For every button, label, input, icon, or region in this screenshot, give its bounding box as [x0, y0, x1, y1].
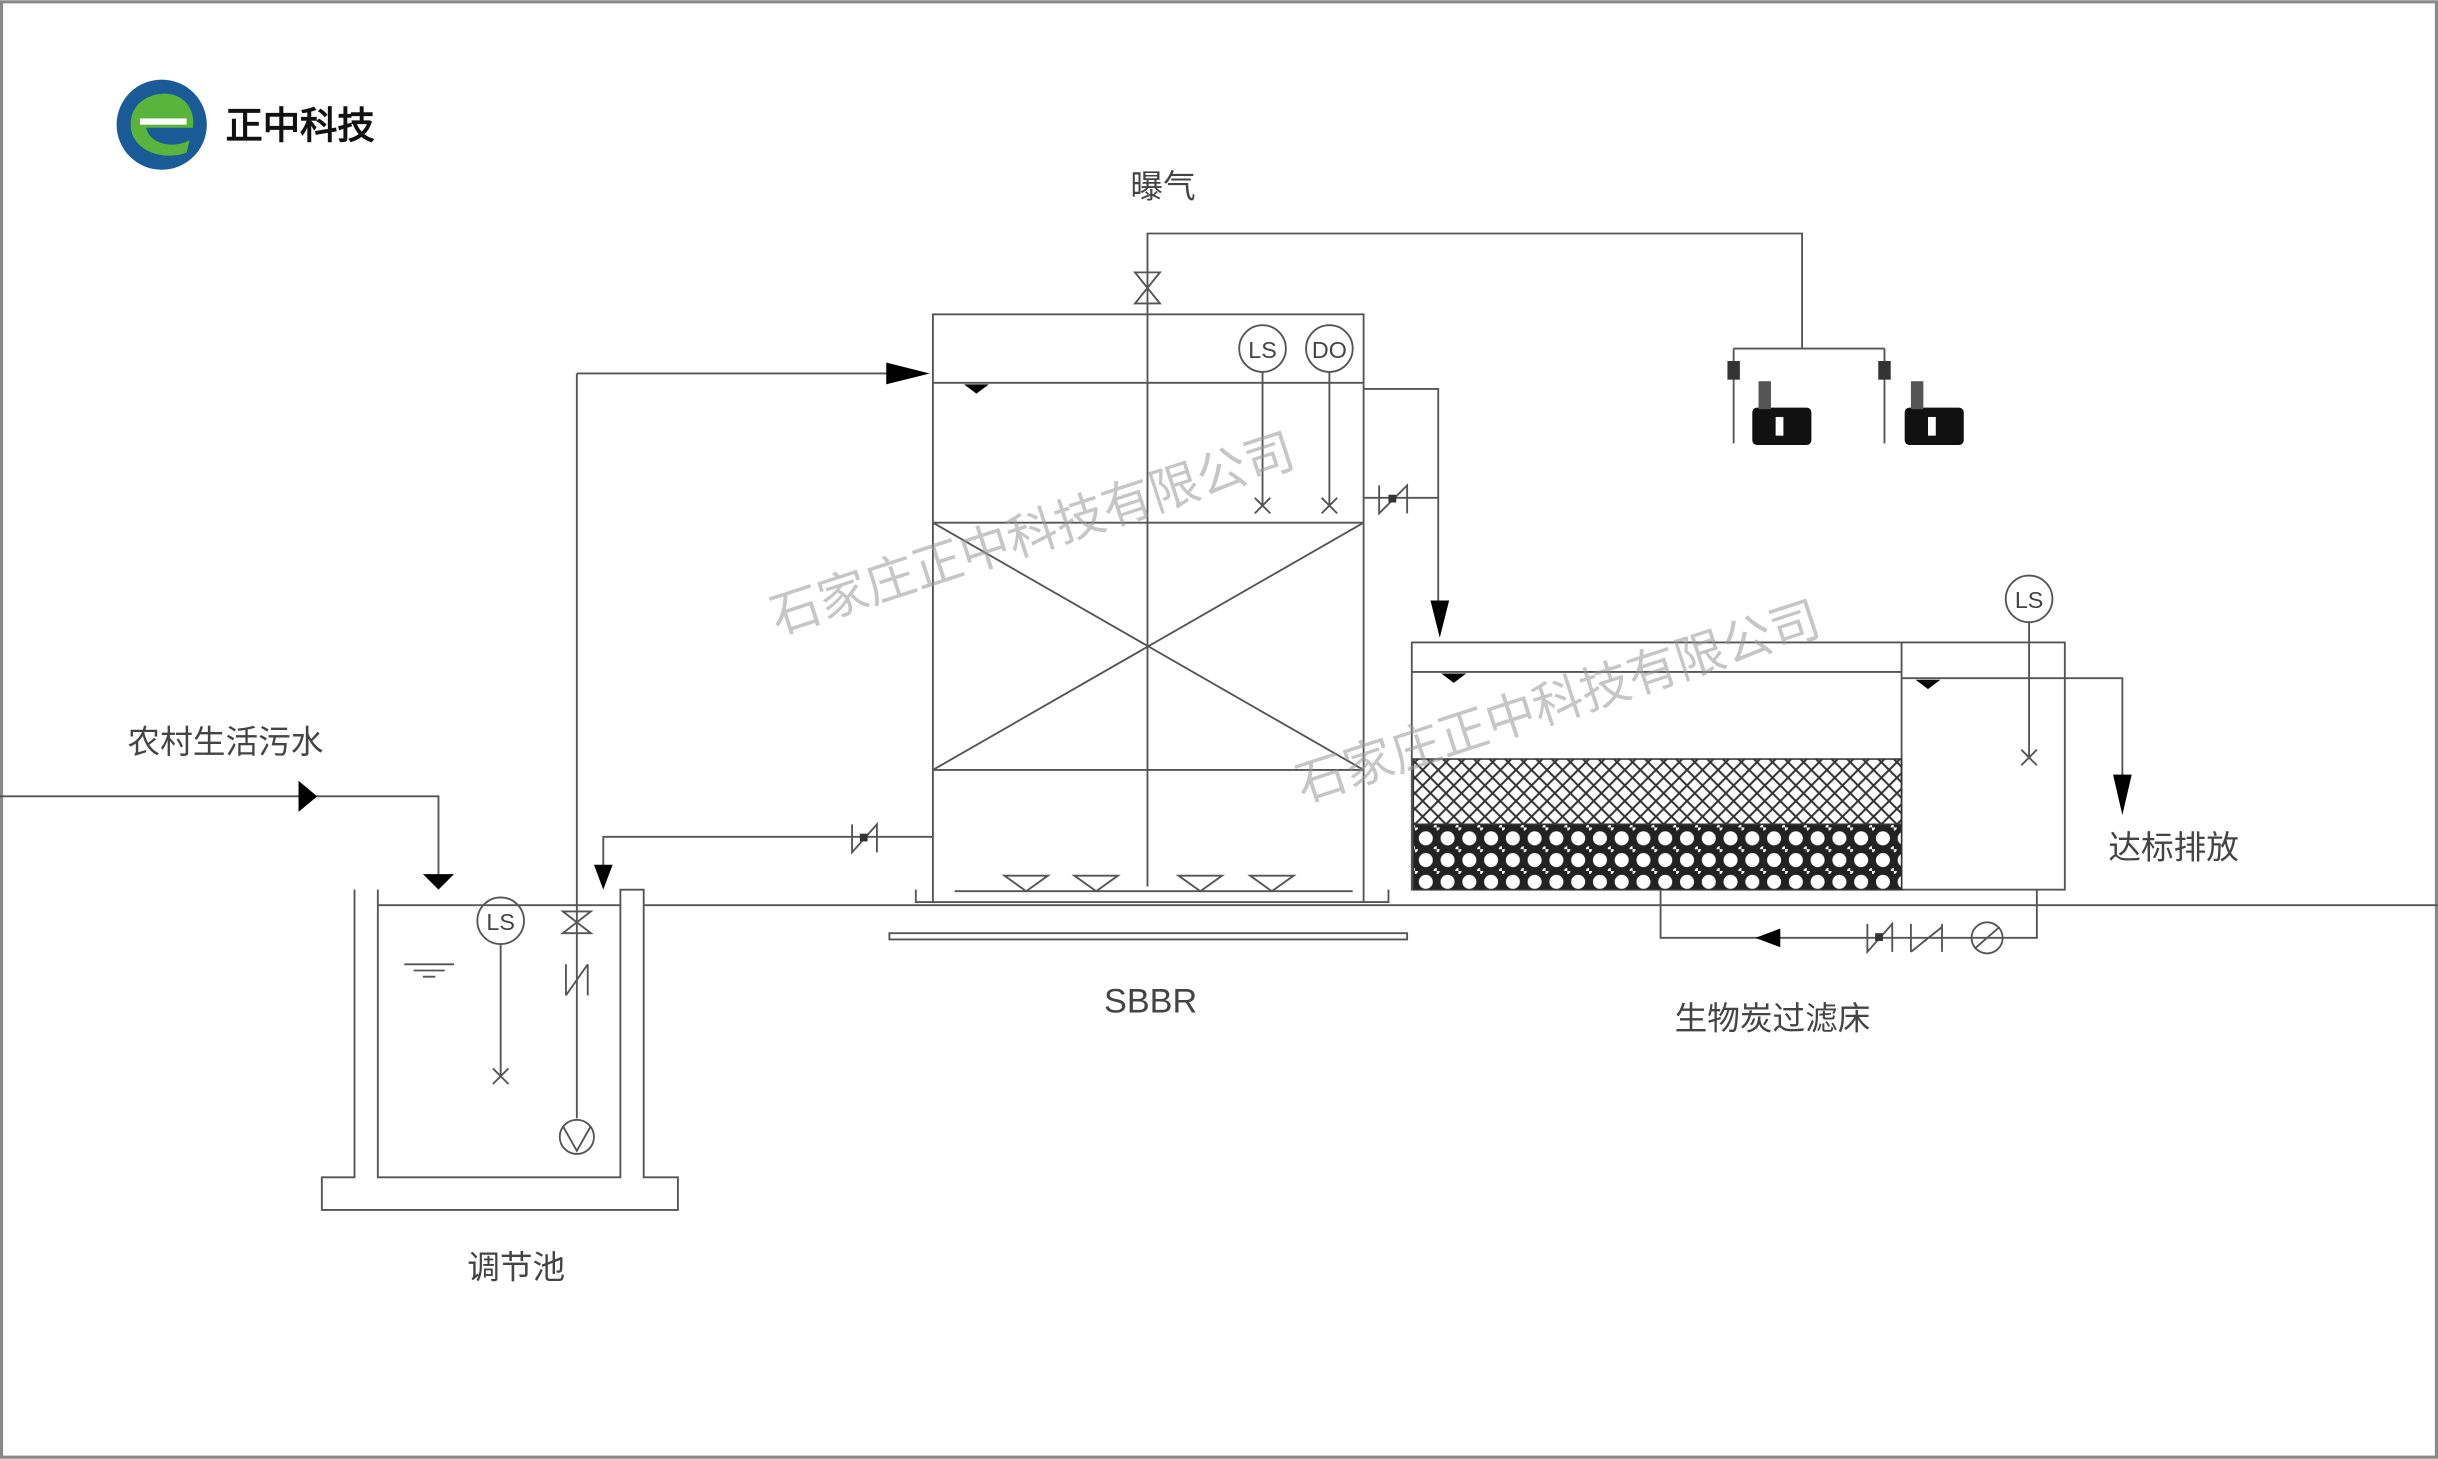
pump-icon	[558, 1118, 595, 1155]
flow-arrow-icon	[593, 864, 613, 890]
check-valve-icon	[565, 963, 589, 996]
aeration-pipe	[1133, 232, 1964, 887]
inflow-label: 农村生活污水	[128, 723, 324, 761]
flow-arrow-icon	[886, 362, 930, 385]
filter-level-sensor-label: LS	[2015, 587, 2044, 613]
transfer-pipe	[1363, 388, 1440, 615]
equalization-tank-label: 调节池	[467, 1248, 565, 1286]
gravel-layer	[1412, 823, 1903, 891]
filter-media-layer	[1412, 758, 1903, 826]
inflow-pipe	[0, 780, 455, 890]
biochar-filter: LS	[1410, 574, 2132, 955]
check-valve-icon	[1909, 923, 1943, 953]
eq-level-sensor-label: LS	[486, 909, 515, 935]
aeration-label: 曝气	[1130, 168, 1195, 206]
diffuser-icon	[1001, 874, 1297, 893]
biochar-filter-label: 生物炭过滤床	[1675, 1000, 1871, 1038]
sbbr-do-sensor-label: DO	[1312, 337, 1347, 363]
discharge-label: 达标排放	[2108, 829, 2239, 867]
sbbr-level-sensor-label: LS	[1248, 337, 1277, 363]
check-valve-icon	[560, 910, 594, 935]
gate-valve-icon	[1133, 271, 1162, 305]
watermark: 石家庄正中科技有限公司	[763, 422, 1301, 646]
blower-icon	[1727, 361, 1812, 445]
pump-icon	[1970, 921, 2004, 955]
logo-text: 正中科技	[225, 104, 375, 148]
flow-arrow-icon	[2113, 774, 2132, 816]
logo-bar	[139, 118, 187, 125]
flow-arrow-icon	[298, 780, 318, 812]
flow-arrow-icon	[1755, 928, 1781, 948]
flow-arrow-icon	[422, 874, 455, 890]
return-pipe	[602, 835, 933, 868]
flow-arrow-icon	[1430, 600, 1450, 638]
company-logo: 正中科技	[116, 79, 375, 170]
equalization-tank: LS	[320, 373, 679, 1211]
blower-icon	[1878, 361, 1964, 445]
sbbr-label: SBBR	[1104, 982, 1197, 1020]
